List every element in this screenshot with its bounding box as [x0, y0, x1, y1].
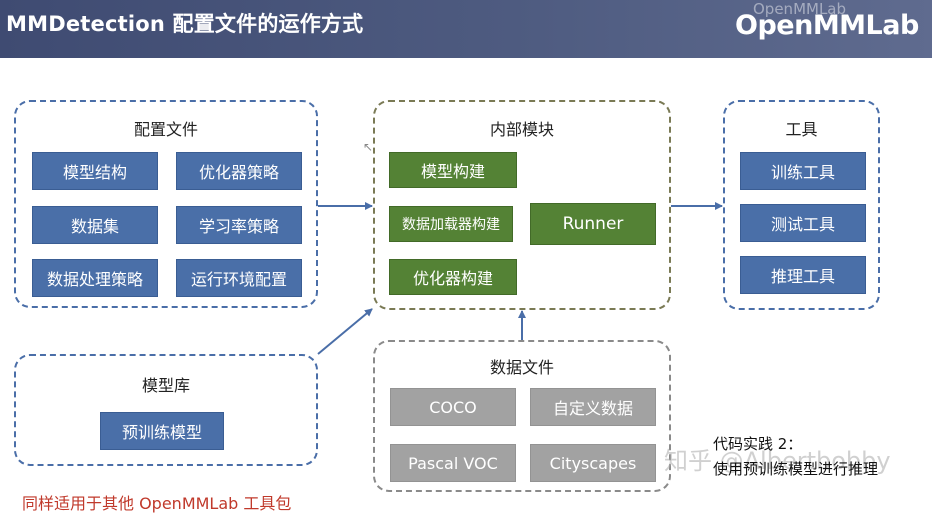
dataset-pascal-voc: Pascal VOC [390, 444, 516, 482]
logo-ghost-text: OpenMMLab [753, 0, 847, 18]
watermark-text: 知乎 @Albertbobby [664, 447, 891, 475]
dataset-coco: COCO [390, 388, 516, 426]
config-item-lr-policy: 学习率策略 [176, 206, 302, 244]
internal-item-dataloader-build: 数据加载器构建 [389, 206, 513, 242]
logo-text: OpenMMLab [735, 10, 919, 41]
footer-note: 同样适用于其他 OpenMMLab 工具包 [22, 494, 292, 513]
page-title: MMDetection 配置文件的运作方式 [6, 12, 364, 36]
internal-module-title: 内部模块 [489, 120, 554, 139]
internal-item-optimizer-build: 优化器构建 [389, 259, 517, 295]
data-file-panel: 数据文件 COCO 自定义数据 Pascal VOC Cityscapes [373, 340, 671, 492]
runner-box: Runner [530, 203, 656, 245]
config-item-runtime-config: 运行环境配置 [176, 259, 302, 297]
config-item-model-structure: 模型结构 [32, 152, 158, 190]
internal-module-panel: 内部模块 模型构建 数据加载器构建 优化器构建 Runner [373, 100, 671, 310]
data-file-title: 数据文件 [489, 358, 554, 377]
config-file-title: 配置文件 [133, 120, 198, 139]
tools-panel: 工具 训练工具 测试工具 推理工具 [723, 100, 880, 310]
openmmlab-logo: OpenMMLab OpenMMLab [735, 0, 932, 52]
tool-inference: 推理工具 [740, 256, 866, 294]
config-file-panel: 配置文件 模型结构 优化器策略 数据集 学习率策略 数据处理策略 运行环境配置 [14, 100, 318, 308]
practice-note: 代码实践 2： 使用预训练模型进行推理 [713, 432, 878, 482]
config-item-dataset: 数据集 [32, 206, 158, 244]
mouse-pointer-icon: ↖ [363, 140, 374, 154]
model-zoo-title: 模型库 [141, 376, 190, 395]
tools-title: 工具 [785, 120, 818, 139]
internal-item-model-build: 模型构建 [389, 152, 517, 188]
header-bar: MMDetection 配置文件的运作方式 OpenMMLab OpenMMLa… [0, 0, 932, 58]
practice-note-line1: 代码实践 2： [713, 435, 803, 453]
arrow-modelzoo-to-internal [317, 308, 373, 355]
practice-note-line2: 使用预训练模型进行推理 [713, 460, 879, 478]
pretrained-model-box: 预训练模型 [100, 412, 224, 450]
config-item-optimizer-policy: 优化器策略 [176, 152, 302, 190]
dataset-custom: 自定义数据 [530, 388, 656, 426]
model-zoo-panel: 模型库 预训练模型 [14, 354, 318, 466]
tool-test: 测试工具 [740, 204, 866, 242]
tool-train: 训练工具 [740, 152, 866, 190]
dataset-cityscapes: Cityscapes [530, 444, 656, 482]
config-item-data-processing: 数据处理策略 [32, 259, 158, 297]
